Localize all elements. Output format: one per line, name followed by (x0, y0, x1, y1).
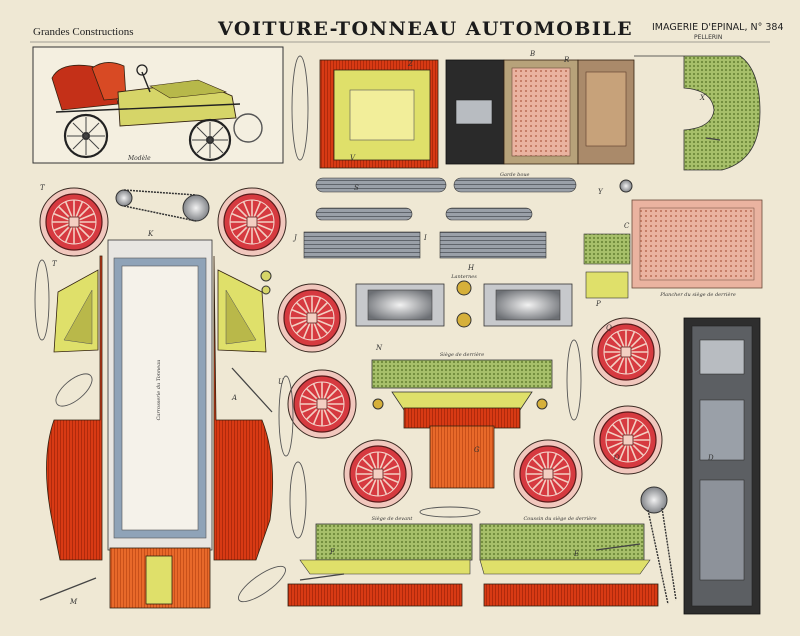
floor-panel-label: Plancher du siège de derrière (659, 291, 736, 298)
cushion-label: Coussin du siège de derrière (523, 515, 596, 522)
body-side-left (46, 255, 103, 561)
wheel-1 (39, 187, 109, 257)
svg-text:Z: Z (407, 60, 413, 68)
svg-text:G: G (474, 446, 480, 454)
svg-text:C: C (624, 222, 630, 230)
svg-text:V: V (350, 154, 356, 162)
wheel-5 (343, 439, 413, 509)
levers (39, 137, 721, 601)
publisher-label: IMAGERIE D'EPINAL, N° 384 (652, 22, 784, 33)
front-seat-label: Siège de devant (372, 515, 414, 522)
svg-text:U: U (278, 378, 285, 386)
wheel-4 (287, 369, 357, 439)
running-boards: Siège de devant Coussin du siège de derr… (287, 515, 659, 607)
series-label: Grandes Constructions (33, 26, 134, 38)
chain-drive (115, 189, 677, 605)
svg-text:M: M (69, 598, 78, 606)
model-illustration: Modèle (32, 46, 284, 164)
printer-label: PELLERIN (694, 34, 723, 41)
reference-letters: T K T A B C D E F G H I J M N O P Q R S U V X Y Z (40, 50, 714, 606)
bolts (260, 179, 633, 410)
lantern-boxes: Lanternes (355, 274, 573, 328)
svg-text:O: O (614, 454, 620, 462)
svg-text:A: A (231, 394, 237, 402)
svg-text:J: J (292, 234, 298, 242)
mudguard-label: Garde boue (500, 172, 530, 178)
body-floor: Carrosserie du Tonneau (107, 239, 213, 609)
svg-text:R: R (563, 56, 570, 64)
header: Grandes Constructions VOITURE-TONNEAU AU… (0, 0, 800, 48)
svg-text:T: T (52, 260, 58, 268)
svg-text:Q: Q (606, 324, 612, 332)
svg-text:F: F (329, 548, 336, 556)
svg-text:B: B (529, 50, 535, 58)
rear-seat-assembly: Siège de derrière (371, 351, 553, 489)
svg-text:H: H (467, 264, 475, 272)
page-title: VOITURE-TONNEAU AUTOMOBILE (218, 18, 634, 40)
wheel-7 (591, 317, 661, 387)
svg-text:P: P (595, 300, 601, 308)
rear-floor-panel: Plancher du siège de derrière (583, 199, 763, 299)
svg-text:X: X (699, 94, 706, 102)
svg-text:D: D (707, 454, 714, 462)
svg-text:N: N (375, 344, 383, 352)
body-side-right (213, 255, 274, 561)
front-hood-assembly (319, 55, 761, 171)
svg-text:K: K (147, 230, 154, 238)
chassis-strip (683, 317, 761, 615)
wheel-3 (277, 283, 347, 353)
svg-text:E: E (573, 550, 579, 558)
wheel-2 (217, 187, 287, 257)
wheel-6 (513, 439, 583, 509)
oval-pieces (34, 55, 582, 603)
wheel-8 (593, 405, 663, 475)
svg-text:I: I (423, 234, 427, 242)
svg-text:T: T (40, 184, 46, 192)
mudguards: Garde boue (303, 172, 577, 259)
illustration-caption: Modèle (127, 155, 151, 162)
svg-text:S: S (354, 184, 359, 192)
svg-text:Y: Y (598, 188, 604, 196)
floor-label: Carrosserie du Tonneau (156, 360, 162, 421)
seat-label: Siège de derrière (440, 351, 484, 358)
lanterns-label: Lanternes (450, 274, 477, 280)
